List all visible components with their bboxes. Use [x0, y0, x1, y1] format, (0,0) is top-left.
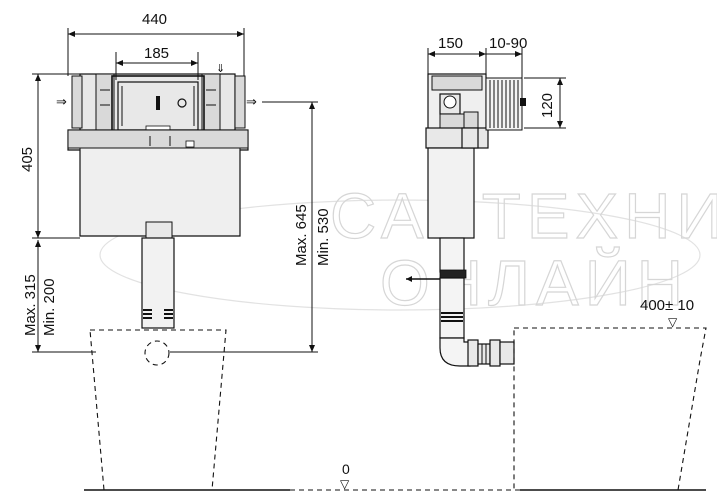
dim-width-total: 440	[67, 11, 245, 76]
dim-depth-range-label: 10-90	[489, 35, 527, 52]
top-inlet-arrow-icon: ⇓	[216, 63, 225, 75]
dim-inlet-height: 120	[524, 77, 566, 129]
front-toilet-bowl	[89, 329, 227, 491]
dim-height-tank: 405	[19, 73, 80, 239]
floor: 0 ▽	[84, 461, 706, 491]
floor-level-marker-icon: ▽	[340, 477, 350, 491]
dim-depth-range: 10-90	[486, 35, 527, 78]
right-inlet-arrow-icon: ⇒	[246, 94, 257, 109]
dim-height-low: Max. 315 Min. 200	[22, 240, 96, 353]
side-flush-pipe	[406, 237, 515, 367]
dim-height-low-max-label: Max. 315	[22, 274, 39, 336]
watermark-line2: ОНЛАЙН	[380, 246, 689, 319]
dim-depth-tank-label: 150	[438, 35, 463, 52]
side-wall-bracket	[485, 77, 526, 131]
dim-width-inner-label: 185	[144, 45, 169, 62]
front-control-panel	[111, 75, 205, 135]
dim-height-tank-label: 405	[19, 147, 36, 172]
side-toilet-bowl	[513, 327, 707, 491]
dim-width-inner: 185	[115, 45, 199, 80]
dim-height-low-min-label: Min. 200	[41, 278, 58, 336]
side-view: 150 10-90 120 400± 10 ▽	[406, 35, 707, 491]
watermark: САНТЕХНИКА ОНЛАЙН	[99, 179, 717, 320]
front-tank	[67, 129, 249, 237]
bowl-level-marker-icon: ▽	[668, 315, 678, 329]
dim-width-total-label: 440	[142, 11, 167, 28]
dim-inlet-height-label: 120	[539, 93, 556, 118]
dim-depth-tank: 150	[427, 35, 487, 76]
dim-height-high-min-label: Min. 530	[315, 208, 332, 266]
left-inlet-arrow-icon: ⇒	[56, 94, 67, 109]
dim-height-high-max-label: Max. 645	[293, 204, 310, 266]
front-flush-pipe	[141, 221, 175, 329]
floor-level-label: 0	[342, 461, 350, 477]
dim-height-high: Max. 645 Min. 530	[170, 101, 332, 353]
front-view: ⇒ ⇒ ⇓	[19, 11, 332, 491]
dim-bowl-height-label: 400± 10	[640, 297, 694, 314]
dim-bowl-height: 400± 10 ▽	[640, 297, 694, 329]
watermark-line1: САНТЕХНИКА	[330, 180, 717, 252]
